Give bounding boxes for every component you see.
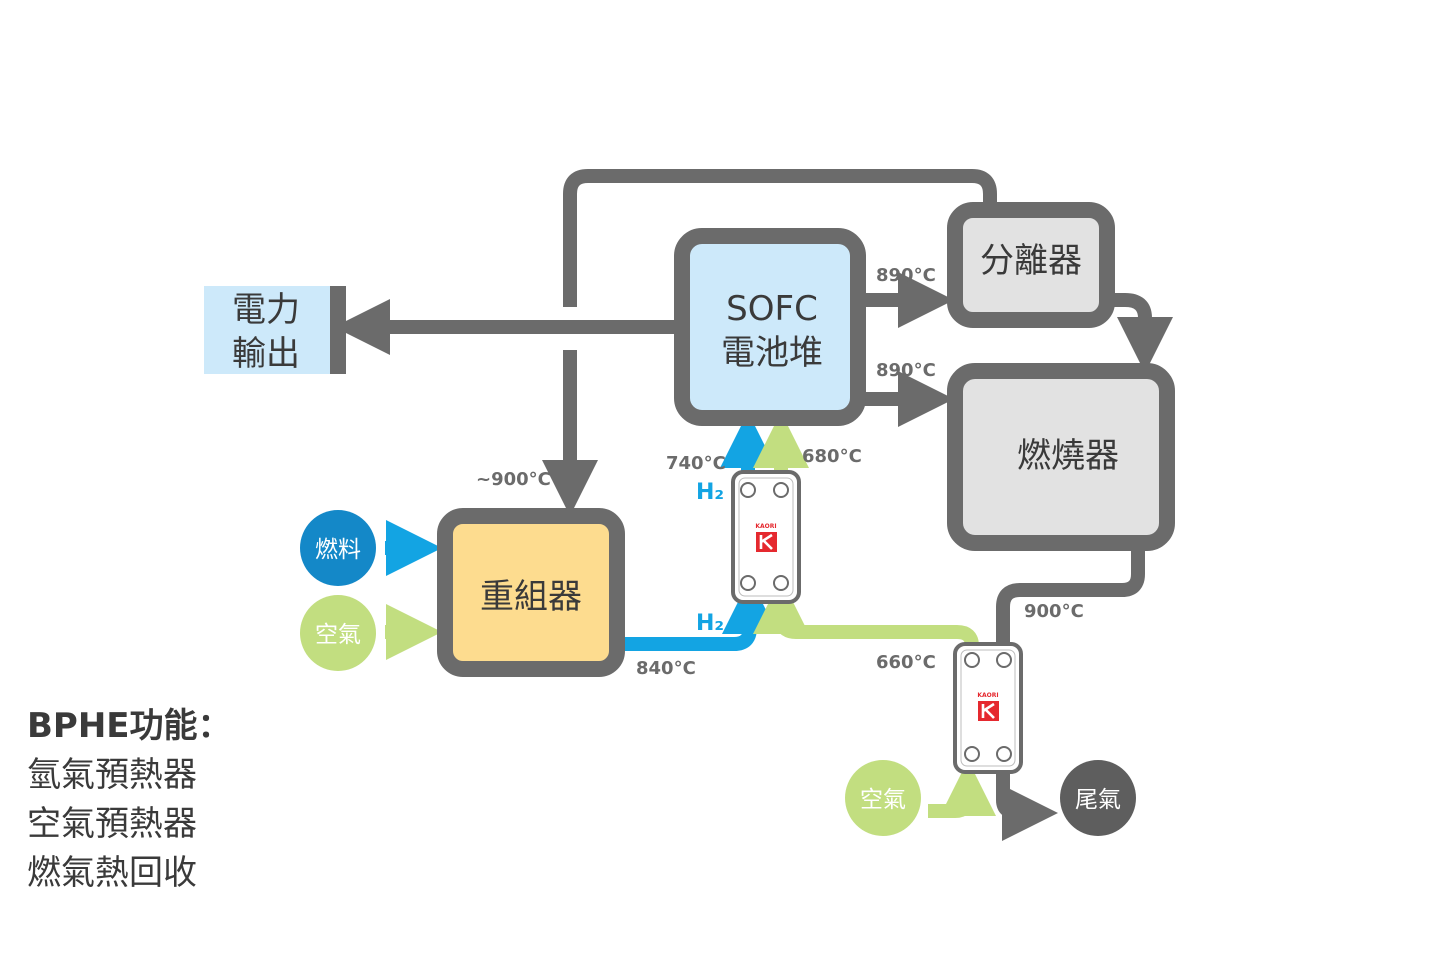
separator-box: 分離器 — [947, 202, 1115, 328]
lower-air-input-circle: 空氣 — [845, 760, 921, 836]
burner-to-bphe-pipe — [996, 548, 1145, 655]
temp-h2-to-sofc: 740°C — [666, 453, 726, 474]
lower-bphe-brand: KAORI — [977, 692, 998, 699]
reformer-box: 重組器 — [437, 508, 625, 677]
h2-label-lower: H₂ — [696, 611, 724, 636]
exhaust-pipe — [996, 772, 1058, 841]
air-label-lower: 空氣 — [860, 787, 906, 813]
sofc-label-line2: 電池堆 — [721, 333, 823, 373]
separator-to-burner-pipe — [1110, 293, 1173, 373]
bphe-notes-title: BPHE功能： — [27, 706, 232, 746]
burner-label: 燃燒器 — [1017, 436, 1119, 476]
bphe-note-item: 空氣預熱器 — [27, 804, 197, 844]
separator-label: 分離器 — [980, 241, 1082, 281]
temp-reformer-out: 840°C — [636, 658, 696, 679]
fuel-label: 燃料 — [315, 537, 361, 563]
lower-bphe-logo-icon — [978, 701, 999, 721]
bphe-note-item: 燃氣熱回收 — [27, 853, 197, 893]
temp-air-to-sofc: 680°C — [802, 446, 862, 467]
reformer-label: 重組器 — [480, 577, 582, 617]
temp-recycle-to-reformer: ~900°C — [476, 469, 551, 490]
exhaust-label: 尾氣 — [1075, 787, 1121, 813]
upper-bphe-exchanger: KAORI — [731, 470, 801, 604]
lower-bphe-exchanger: KAORI — [953, 642, 1023, 774]
gray-pipes — [334, 169, 1173, 841]
upper-bphe-brand: KAORI — [755, 523, 776, 530]
lower-air-feed-pipe — [928, 760, 996, 818]
temp-burner-out: 900°C — [1024, 601, 1084, 622]
bphe-function-notes: BPHE功能： 氫氣預熱器 空氣預熱器 燃氣熱回收 — [27, 702, 232, 898]
power-output-label-line2: 輸出 — [232, 334, 300, 374]
power-output-label-line1: 電力 — [232, 290, 300, 330]
reformer-to-bphe-h2-pipe — [624, 578, 778, 651]
temp-air-preheat-out: 660°C — [876, 652, 936, 673]
bphe-note-item: 氫氣預熱器 — [27, 755, 197, 795]
air-label-reformer: 空氣 — [315, 622, 361, 648]
temp-sofc-to-burner: 890°C — [876, 360, 936, 381]
exhaust-circle: 尾氣 — [1060, 760, 1136, 836]
temp-sofc-to-separator: 890°C — [876, 265, 936, 286]
upper-bphe-logo-icon — [756, 532, 777, 552]
burner-box: 燃燒器 — [947, 363, 1175, 551]
air-input-circle: 空氣 — [300, 595, 376, 671]
recycle-pipe-upper — [563, 169, 997, 307]
air-preheat-return-pipe — [753, 578, 979, 655]
fuel-input-circle: 燃料 — [300, 510, 376, 586]
sofc-stack-box: SOFC 電池堆 — [674, 228, 866, 426]
sofc-label-line1: SOFC — [726, 289, 818, 329]
h2-label-upper: H₂ — [696, 480, 724, 505]
power-output-box: 電力 輸出 — [204, 286, 346, 374]
